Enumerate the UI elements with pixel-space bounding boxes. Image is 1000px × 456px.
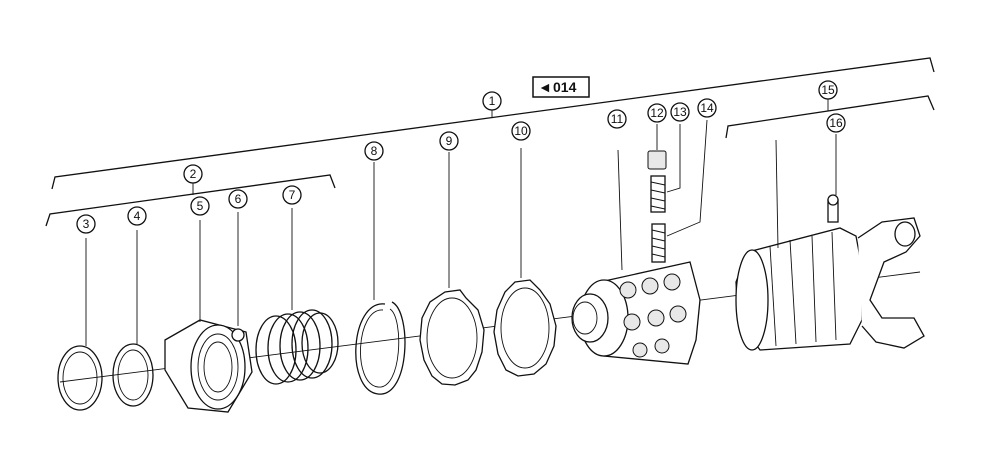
part-16-nipple <box>827 134 839 223</box>
callout-15: 15 <box>818 80 838 100</box>
bracket-2 <box>45 174 336 227</box>
callout-3: 3 <box>76 214 96 234</box>
callout-8: 8 <box>364 141 384 161</box>
svg-text:9: 9 <box>446 134 453 148</box>
part-8-snap-ring <box>355 162 406 395</box>
part-6-ball <box>231 212 245 342</box>
reference-tag: ◄ 014 <box>532 76 590 98</box>
part-5-cone <box>164 220 253 413</box>
part-11-hub <box>571 149 701 365</box>
svg-text:11: 11 <box>611 112 624 126</box>
svg-text:12: 12 <box>650 106 664 120</box>
callout-16: 16 <box>826 113 846 133</box>
svg-text:1: 1 <box>489 94 496 108</box>
part-3-ring <box>57 238 103 411</box>
svg-text:8: 8 <box>371 144 378 158</box>
part-4-ring <box>112 230 154 407</box>
svg-text:2: 2 <box>190 167 197 181</box>
svg-text:5: 5 <box>197 199 204 213</box>
callout-2: 2 <box>183 164 203 184</box>
part-15-yoke <box>735 139 925 351</box>
callout-1: 1 <box>482 91 502 111</box>
callout-12: 12 <box>647 103 667 123</box>
svg-text:15: 15 <box>821 83 835 97</box>
svg-text:10: 10 <box>514 124 528 138</box>
svg-text:3: 3 <box>83 217 90 231</box>
callout-7: 7 <box>282 185 302 205</box>
part-13-spring <box>650 124 681 213</box>
part-12-pin <box>647 124 667 170</box>
group-brackets <box>45 57 935 227</box>
part-9-disc <box>419 152 485 386</box>
callout-10: 10 <box>511 121 531 141</box>
callout-4: 4 <box>127 206 147 226</box>
callout-11: 11 <box>607 109 627 129</box>
reference-code: 014 <box>553 79 577 95</box>
part-10-disc <box>493 148 557 377</box>
callout-5: 5 <box>190 196 210 216</box>
svg-text:7: 7 <box>289 188 296 202</box>
callout-14: 14 <box>697 98 717 118</box>
svg-text:13: 13 <box>673 105 687 119</box>
svg-text:14: 14 <box>700 101 714 115</box>
svg-text:16: 16 <box>829 116 843 130</box>
svg-text:6: 6 <box>235 192 242 206</box>
bracket-1 <box>51 57 935 190</box>
part-7-spring <box>255 208 339 385</box>
callout-13: 13 <box>670 102 690 122</box>
svg-text:4: 4 <box>134 209 141 223</box>
callout-9: 9 <box>439 131 459 151</box>
reference-arrow: ◄ <box>538 79 552 95</box>
callout-6: 6 <box>228 189 248 209</box>
part-14-spring <box>651 119 708 263</box>
